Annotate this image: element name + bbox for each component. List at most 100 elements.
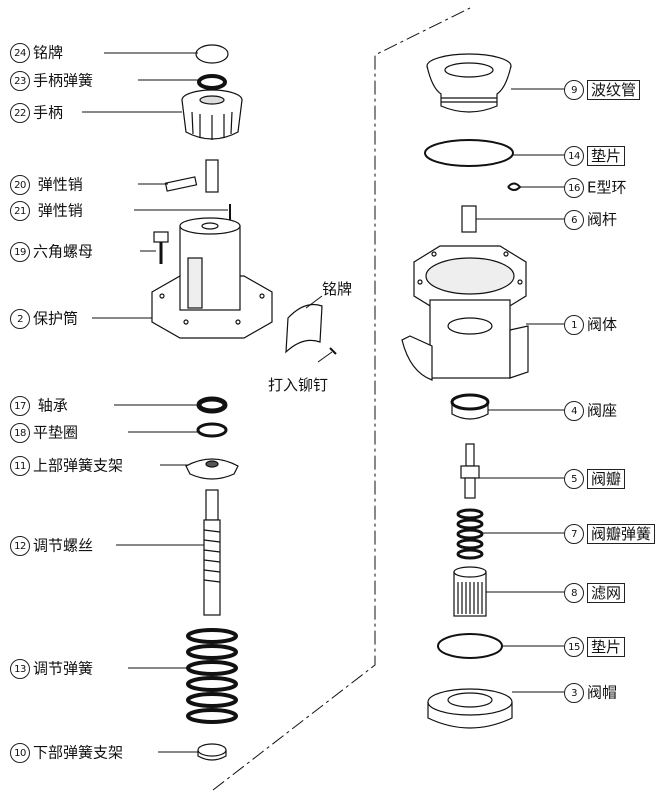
part-adjusting-spring: [186, 628, 238, 724]
callout-number: 20: [10, 175, 30, 195]
callout-name: 垫片: [587, 145, 626, 166]
part-bonnet: [427, 688, 513, 729]
callout-number: 15: [564, 637, 584, 657]
callout-name: 手柄: [33, 103, 64, 122]
leader-lines-left: [82, 52, 333, 753]
callout-number: 16: [564, 178, 584, 198]
callout-name: 弹性销: [37, 201, 83, 220]
assembly-guide-line: [212, 7, 471, 791]
part-adjusting-screw: [203, 489, 221, 616]
callout-name: 阀座: [587, 401, 618, 420]
part-bellows: [426, 53, 512, 113]
callout-20-spring-pin: 20 弹性销: [10, 175, 83, 195]
part-valve-body: [401, 245, 529, 381]
callout-number: 4: [564, 401, 584, 421]
callout-number: 14: [564, 146, 584, 166]
callout-name: 波纹管: [587, 79, 641, 100]
callout-name: 手柄弹簧: [33, 71, 94, 90]
part-gasket-15: [437, 633, 503, 659]
callout-number: 11: [10, 456, 30, 476]
callout-name: 阀杆: [587, 210, 618, 229]
callout-name: 上部弹簧支架: [33, 456, 124, 475]
nameplate-label: 铭牌: [322, 280, 353, 298]
callout-number: 22: [10, 103, 30, 123]
part-valve-disc: [460, 443, 480, 499]
callout-number: 10: [10, 743, 30, 763]
part-spring-pin-20: [164, 159, 219, 193]
callout-name: 阀瓣弹簧: [587, 523, 656, 544]
part-valve-seat: [450, 393, 490, 420]
part-handle-spring: [197, 74, 227, 90]
part-bearing: [196, 396, 228, 414]
part-hex-bolt: [153, 231, 169, 264]
callout-number: 23: [10, 71, 30, 91]
part-gasket-14: [424, 139, 514, 167]
part-strainer: [453, 566, 487, 617]
callout-number: 2: [10, 309, 30, 329]
callout-name: 弹性销: [37, 175, 83, 194]
part-upper-spring-support: [185, 458, 239, 480]
callout-number: 24: [10, 43, 30, 63]
part-nameplate-sheet: [285, 303, 323, 354]
rivet-label: 打入铆钉: [268, 376, 329, 394]
part-nameplate-disc: [195, 44, 229, 64]
callout-number: 9: [564, 80, 584, 100]
callout-name: 垫片: [587, 636, 626, 657]
callout-name: 调节弹簧: [33, 659, 94, 678]
callout-name: 平垫圈: [33, 423, 79, 442]
callout-number: 19: [10, 242, 30, 262]
callout-number: 17: [10, 396, 30, 416]
callout-name: E型环: [587, 178, 627, 197]
part-protective-cylinder: [151, 217, 273, 339]
callout-name: 阀瓣: [587, 468, 626, 489]
callout-number: 1: [564, 315, 584, 335]
callout-name: 保护筒: [33, 309, 79, 328]
callout-name: 阀帽: [587, 683, 618, 702]
callout-name: 下部弹簧支架: [33, 743, 124, 762]
callout-name: 调节螺丝: [33, 536, 94, 555]
callout-number: 12: [10, 536, 30, 556]
callout-name: 滤网: [587, 582, 626, 603]
callout-number: 21: [10, 201, 30, 221]
callout-17-bearing: 17 轴承: [10, 396, 68, 416]
callout-21-spring-pin: 21 弹性销: [10, 201, 83, 221]
part-rivet: [329, 347, 337, 355]
callout-name: 铭牌: [33, 43, 64, 62]
callout-number: 5: [564, 469, 584, 489]
callout-name: 阀体: [587, 315, 618, 334]
callout-number: 7: [564, 524, 584, 544]
part-handle: [181, 89, 243, 140]
part-lower-spring-support: [197, 743, 227, 761]
part-e-ring: [507, 182, 522, 191]
callout-number: 3: [564, 683, 584, 703]
callout-number: 6: [564, 210, 584, 230]
callout-number: 8: [564, 583, 584, 603]
part-valve-stem: [461, 205, 477, 233]
leader-lines-right: [476, 88, 564, 693]
callout-number: 13: [10, 659, 30, 679]
callout-number: 18: [10, 423, 30, 443]
callout-name: 六角螺母: [33, 242, 94, 261]
